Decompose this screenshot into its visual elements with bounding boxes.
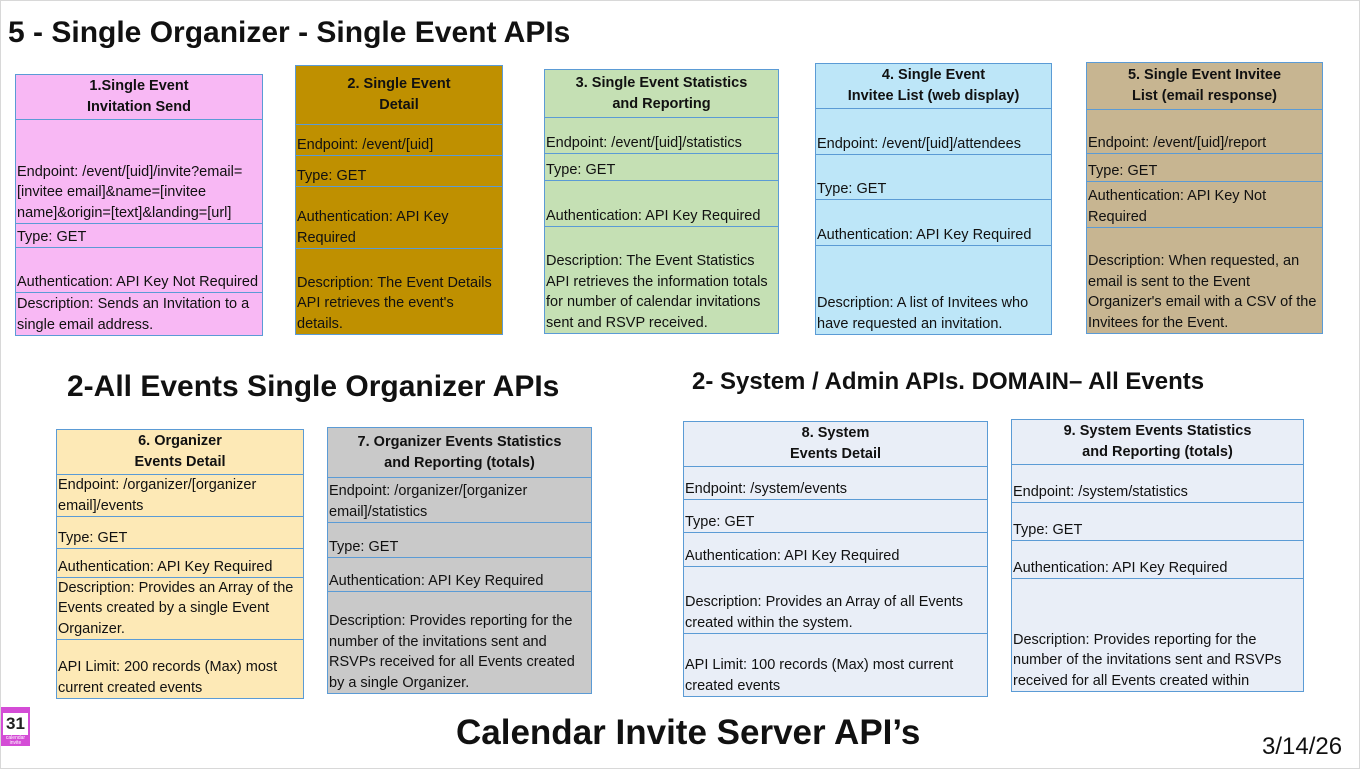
logo-caption: calendar invite [5, 735, 26, 746]
description-row: Description: Provides an Array of all Ev… [684, 567, 987, 634]
description-row: Description: Provides reporting for the … [1013, 631, 1282, 689]
type-row: Type: GET [1087, 154, 1322, 182]
api-card-7: 7. Organizer Events Statistics and Report… [327, 427, 592, 694]
auth-row: Authentication: API Key Required [328, 558, 591, 592]
api-limit-row: API Limit: 200 records (Max) most curren… [58, 659, 278, 696]
card-subtitle: Events Detail [789, 446, 882, 462]
endpoint-row: Endpoint: /event/[uid]/invite?email=[inv… [16, 120, 262, 224]
description-row: Description: A list of Invitees who have… [817, 295, 1029, 332]
card-title: 3. Single Event Statistics [575, 74, 748, 91]
section2-title: 2-All Events Single Organizer APIs [67, 370, 560, 403]
description-row: Description: Provides an Array of the Ev… [57, 578, 303, 640]
endpoint-row: Endpoint: /system/statistics [1012, 465, 1303, 503]
type-row: Type: GET [684, 500, 987, 533]
card-subtitle: and Reporting (totals) [1082, 444, 1233, 460]
type-row: Type: GET [1012, 503, 1303, 541]
section3-title: 2- System / Admin APIs. DOMAIN– All Even… [692, 368, 1205, 395]
slide-date: 3/14/26 [1262, 733, 1343, 760]
endpoint-row: Endpoint: /event/[uid]/statistics [545, 118, 778, 154]
card-title: 7. Organizer Events Statistics [357, 433, 562, 450]
card-subtitle: List (email response) [1131, 88, 1278, 104]
card-header: 9. System Events Statistics and Reporting… [1012, 420, 1303, 465]
card-subtitle: Invitee List (web display) [847, 88, 1020, 104]
api-card-9: 9. System Events Statistics and Reporting… [1011, 419, 1304, 692]
endpoint-row: Endpoint: /organizer/[organizer email]/e… [57, 475, 303, 517]
logo-number: 31 [3, 713, 28, 735]
card-subtitle: and Reporting (totals) [384, 454, 535, 471]
type-row: Type: GET [57, 517, 303, 549]
auth-row: Authentication: API Key Required [816, 200, 1051, 246]
card-title: 9. System Events Statistics [1063, 423, 1252, 439]
card-title: 4. Single Event [881, 67, 986, 83]
card-subtitle: Invitation Send [87, 99, 191, 115]
auth-row: Authentication: API Key Required [296, 187, 502, 249]
footer-title: Calendar Invite Server API’s [456, 713, 921, 752]
endpoint-row: Endpoint: /system/events [684, 467, 987, 500]
card-title: 2. Single Event [347, 76, 451, 92]
auth-row: Authentication: API Key Not Required [16, 248, 262, 293]
card-subtitle: Events Detail [134, 454, 226, 470]
card-title: 8. System [801, 425, 870, 441]
endpoint-row: Endpoint: /event/[uid]/report [1087, 110, 1322, 154]
type-row: Type: GET [296, 156, 502, 187]
type-row: Type: GET [545, 154, 778, 181]
auth-row: Authentication: API Key Required [545, 181, 778, 227]
calendar-logo-icon: 31 calendar invite [1, 707, 30, 746]
card-header: 3. Single Event Statistics and Reporting [545, 70, 778, 118]
card-header: 7. Organizer Events Statistics and Report… [328, 428, 591, 478]
endpoint-row: Endpoint: /event/[uid] [296, 125, 502, 156]
type-row: Type: GET [16, 224, 262, 248]
card-title: 1.Single Event [89, 78, 189, 94]
api-limit-row: API Limit: 100 records (Max) most curren… [685, 657, 954, 694]
description-row: Description: Provides reporting for the … [329, 613, 575, 691]
auth-row: Authentication: API Key Required [684, 533, 987, 567]
endpoint-row: Endpoint: /event/[uid]/attendees [816, 109, 1051, 155]
card-subtitle: Detail [379, 97, 419, 113]
card-subtitle: and Reporting [612, 95, 711, 112]
auth-row: Authentication: API Key Required [1012, 541, 1303, 579]
endpoint-row: Endpoint: /organizer/[organizer email]/s… [328, 478, 591, 523]
auth-row: Authentication: API Key Required [57, 549, 303, 578]
description-row: Description: The Event Details API retri… [297, 274, 492, 332]
auth-row: Authentication: API Key Not Required [1087, 182, 1322, 228]
type-row: Type: GET [816, 155, 1051, 200]
card-title: 5. Single Event Invitee [1127, 67, 1282, 83]
type-row: Type: GET [328, 523, 591, 558]
description-row: Description: Sends an Invitation to a si… [17, 296, 250, 333]
card-title: 6. Organizer [138, 433, 222, 449]
description-row: Description: When requested, an email is… [1088, 253, 1317, 331]
description-row: Description: The Event Statistics API re… [546, 253, 768, 331]
section1-title: 5 - Single Organizer - Single Event APIs [8, 16, 571, 49]
